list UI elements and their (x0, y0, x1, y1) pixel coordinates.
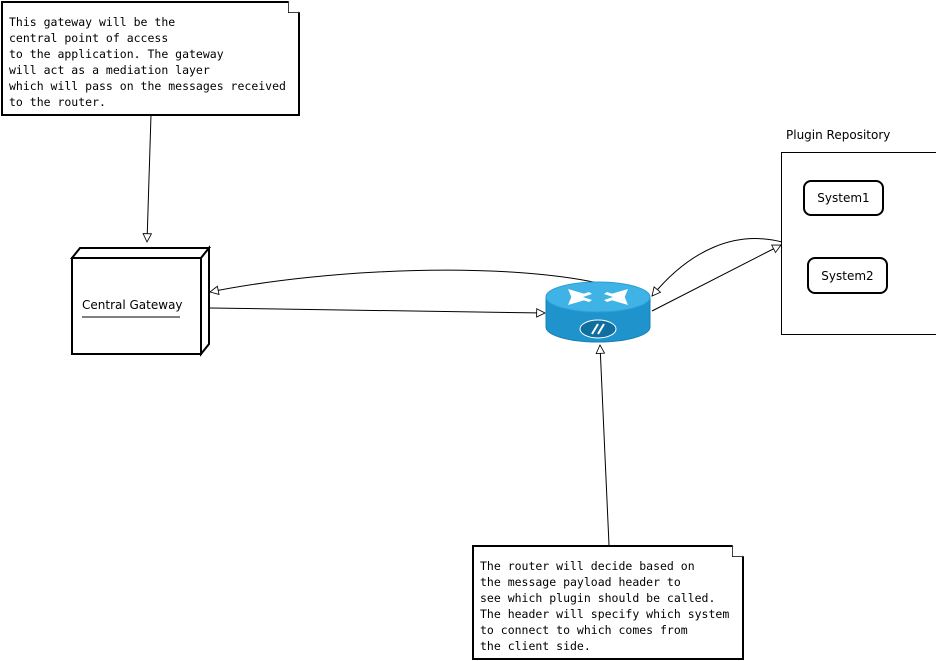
system1-node[interactable]: System1 (803, 180, 884, 216)
note-line: the message payload header to (480, 575, 681, 589)
note-line: the client side. (480, 639, 591, 653)
note-line: will act as a mediation layer (9, 63, 210, 77)
router-note: The router will decide based on the mess… (472, 545, 744, 660)
note-line: to the router. (9, 95, 106, 109)
note-to-router-connector (600, 345, 610, 546)
note-line: This gateway will be the (9, 15, 176, 29)
note-line: which will pass on the messages received (9, 79, 286, 93)
gateway-to-router-connector (209, 307, 545, 313)
note-line: to connect to which comes from (480, 623, 688, 637)
router-to-repository-connector (651, 244, 781, 312)
note-fold-corner (732, 545, 744, 557)
note-to-gateway-connector (147, 114, 151, 242)
repository-to-router-connector (652, 238, 783, 296)
plugin-repository-container[interactable] (781, 152, 936, 335)
note-line: The header will specify which system (480, 607, 730, 621)
plugin-repository-title: Plugin Repository (786, 128, 891, 142)
system2-node[interactable]: System2 (807, 257, 888, 294)
note-line: to the application. The gateway (9, 47, 224, 61)
router-note-text: The router will decide based on the mess… (480, 558, 729, 654)
gateway-note-text: This gateway will be the central point o… (9, 14, 286, 110)
note-line: see which plugin should be called. (480, 591, 716, 605)
central-gateway-label[interactable]: Central Gateway (82, 298, 183, 312)
note-line: The router will decide based on (480, 559, 695, 573)
gateway-note: This gateway will be the central point o… (1, 1, 300, 116)
note-line: central point of access (9, 31, 169, 45)
note-fold-corner (288, 1, 300, 13)
router-to-gateway-connector (210, 269, 599, 292)
